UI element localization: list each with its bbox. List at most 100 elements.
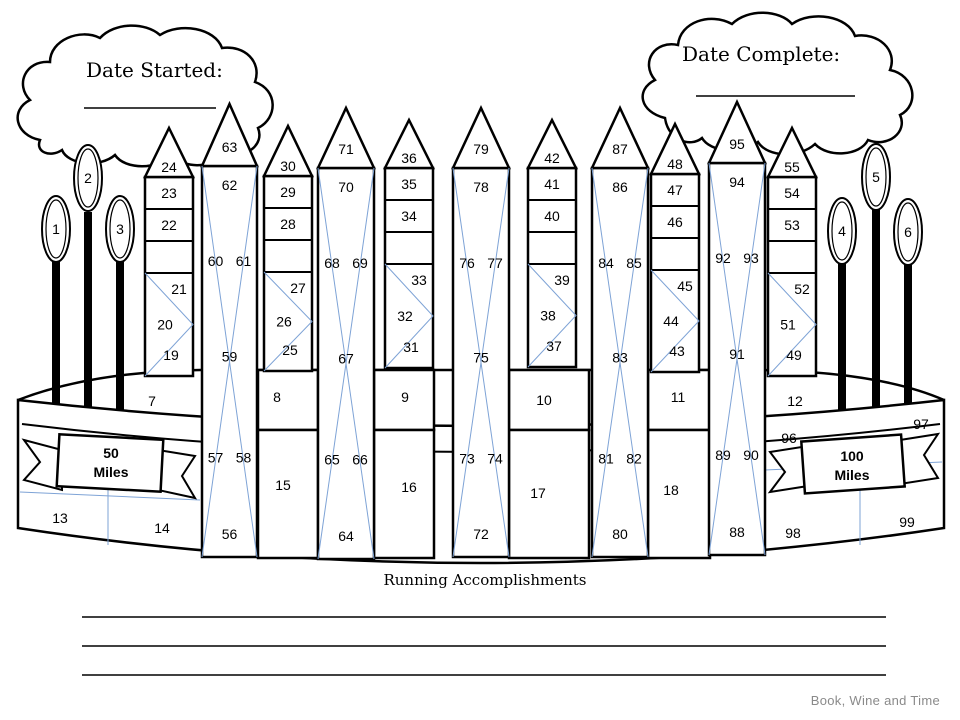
crayon-cell-number: 37 [546,338,562,354]
crayon-tip-number: 63 [222,139,238,155]
crayon-cell-number: 41 [544,176,560,192]
crayon-tip-number: 71 [338,141,354,157]
cloud-left [16,24,274,168]
banner-left-line1: 50 [103,445,119,461]
crayon: 36 35 34 33 32 31 [382,117,436,370]
crayon-cell-number: 60 [208,253,224,269]
crayon-tip-number: 42 [544,150,560,166]
cake-cell-number: 14 [154,520,170,536]
crayon-cell-number: 40 [544,208,560,224]
candle-number: 4 [838,223,846,239]
crayon-cell-number: 93 [743,250,759,266]
crayon-cell-number: 32 [397,308,413,324]
crayon-cell-number: 28 [280,216,296,232]
crayon-cell-number: 56 [222,526,238,542]
crayon-cell-number: 61 [236,253,252,269]
banner-right-line1: 100 [840,448,864,464]
candle: 1 [41,195,71,412]
crayon-cell-number: 31 [403,339,419,355]
crayon-cell-number: 68 [324,255,340,271]
candle-number: 2 [84,170,92,186]
banner-100-miles: 100 Miles [767,432,941,495]
crayon-cell-number: 35 [401,176,417,192]
crayon-cell-number: 62 [222,177,238,193]
crayon-cell-number: 89 [715,447,731,463]
crayon-cell-number: 86 [612,179,628,195]
crayon-cell-number: 34 [401,208,417,224]
crayon-cell-number: 43 [669,343,685,359]
crayon-cell-number: 39 [554,272,570,288]
cake-cell-number: 10 [536,392,552,408]
crayon-cell-number: 80 [612,526,628,542]
crayon-cell-number: 33 [411,272,427,288]
crayon-cell-number: 44 [663,313,679,329]
cake-cell-number: 13 [52,510,68,526]
crayon-tip-number: 87 [612,141,628,157]
cake-cell-number: 96 [781,430,797,446]
crayon-cell-number: 94 [729,174,745,190]
crayon-cell-number: 90 [743,447,759,463]
date-started-label: Date Started: [86,58,223,82]
crayon-cell-number: 21 [171,281,187,297]
crayon-cell-number: 53 [784,217,800,233]
crayon-cell-number: 64 [338,528,354,544]
cake-cell-number: 98 [785,525,801,541]
crayon-tip-number: 48 [667,156,683,172]
crayon-tip-number: 55 [784,159,800,175]
cake-cell-number: 16 [401,479,417,495]
crayon-cell-number: 57 [208,450,224,466]
cake-cell-number: 8 [273,389,281,405]
crayon-tip-number: 30 [280,158,296,174]
crayon-cell-number: 58 [236,450,252,466]
crayon-cell-number: 45 [677,278,693,294]
banner-left-line2: Miles [93,464,128,480]
crayon-cell-number: 74 [487,451,503,467]
crayon-tip-number: 95 [729,136,745,152]
crayon-cell-number: 52 [794,281,810,297]
cake-cell-number: 17 [530,485,546,501]
cake-cell-number: 97 [913,416,929,432]
crayon-cell-number: 82 [626,451,642,467]
writing-lines [82,616,886,676]
crayon-tip-number: 79 [473,141,489,157]
crayon-cell-number: 67 [338,351,354,367]
cake-cell-number: 9 [401,389,409,405]
candle: 2 [73,144,103,415]
cloud-right [641,11,914,156]
crayon-cell-number: 70 [338,179,354,195]
cake-cell-number: 15 [275,477,291,493]
crayon-cell-number: 26 [276,314,292,330]
candle: 6 [893,198,923,412]
crayon-cell-number: 25 [282,342,298,358]
crayon-cell-number: 78 [473,179,489,195]
candle-number: 1 [52,221,60,237]
crayon-cell-number: 23 [161,185,177,201]
crayon-cell-number: 66 [352,452,368,468]
page-title: Running Accomplishments [383,571,586,589]
candle-number: 6 [904,224,912,240]
crayon-tip-number: 36 [401,150,417,166]
crayon-cell-number: 19 [163,347,179,363]
crayon-cell-number: 54 [784,185,800,201]
crayon-cell-number: 76 [459,255,475,271]
crayon-cell-number: 84 [598,255,614,271]
crayon-cell-number: 51 [780,317,796,333]
candle: 3 [105,195,135,418]
cake-cell-number: 18 [663,482,679,498]
cake-blocks [256,368,712,560]
crayon-cell-number: 75 [473,350,489,366]
cake-cell-number: 12 [787,393,803,409]
crayon-cell-number: 92 [715,250,731,266]
